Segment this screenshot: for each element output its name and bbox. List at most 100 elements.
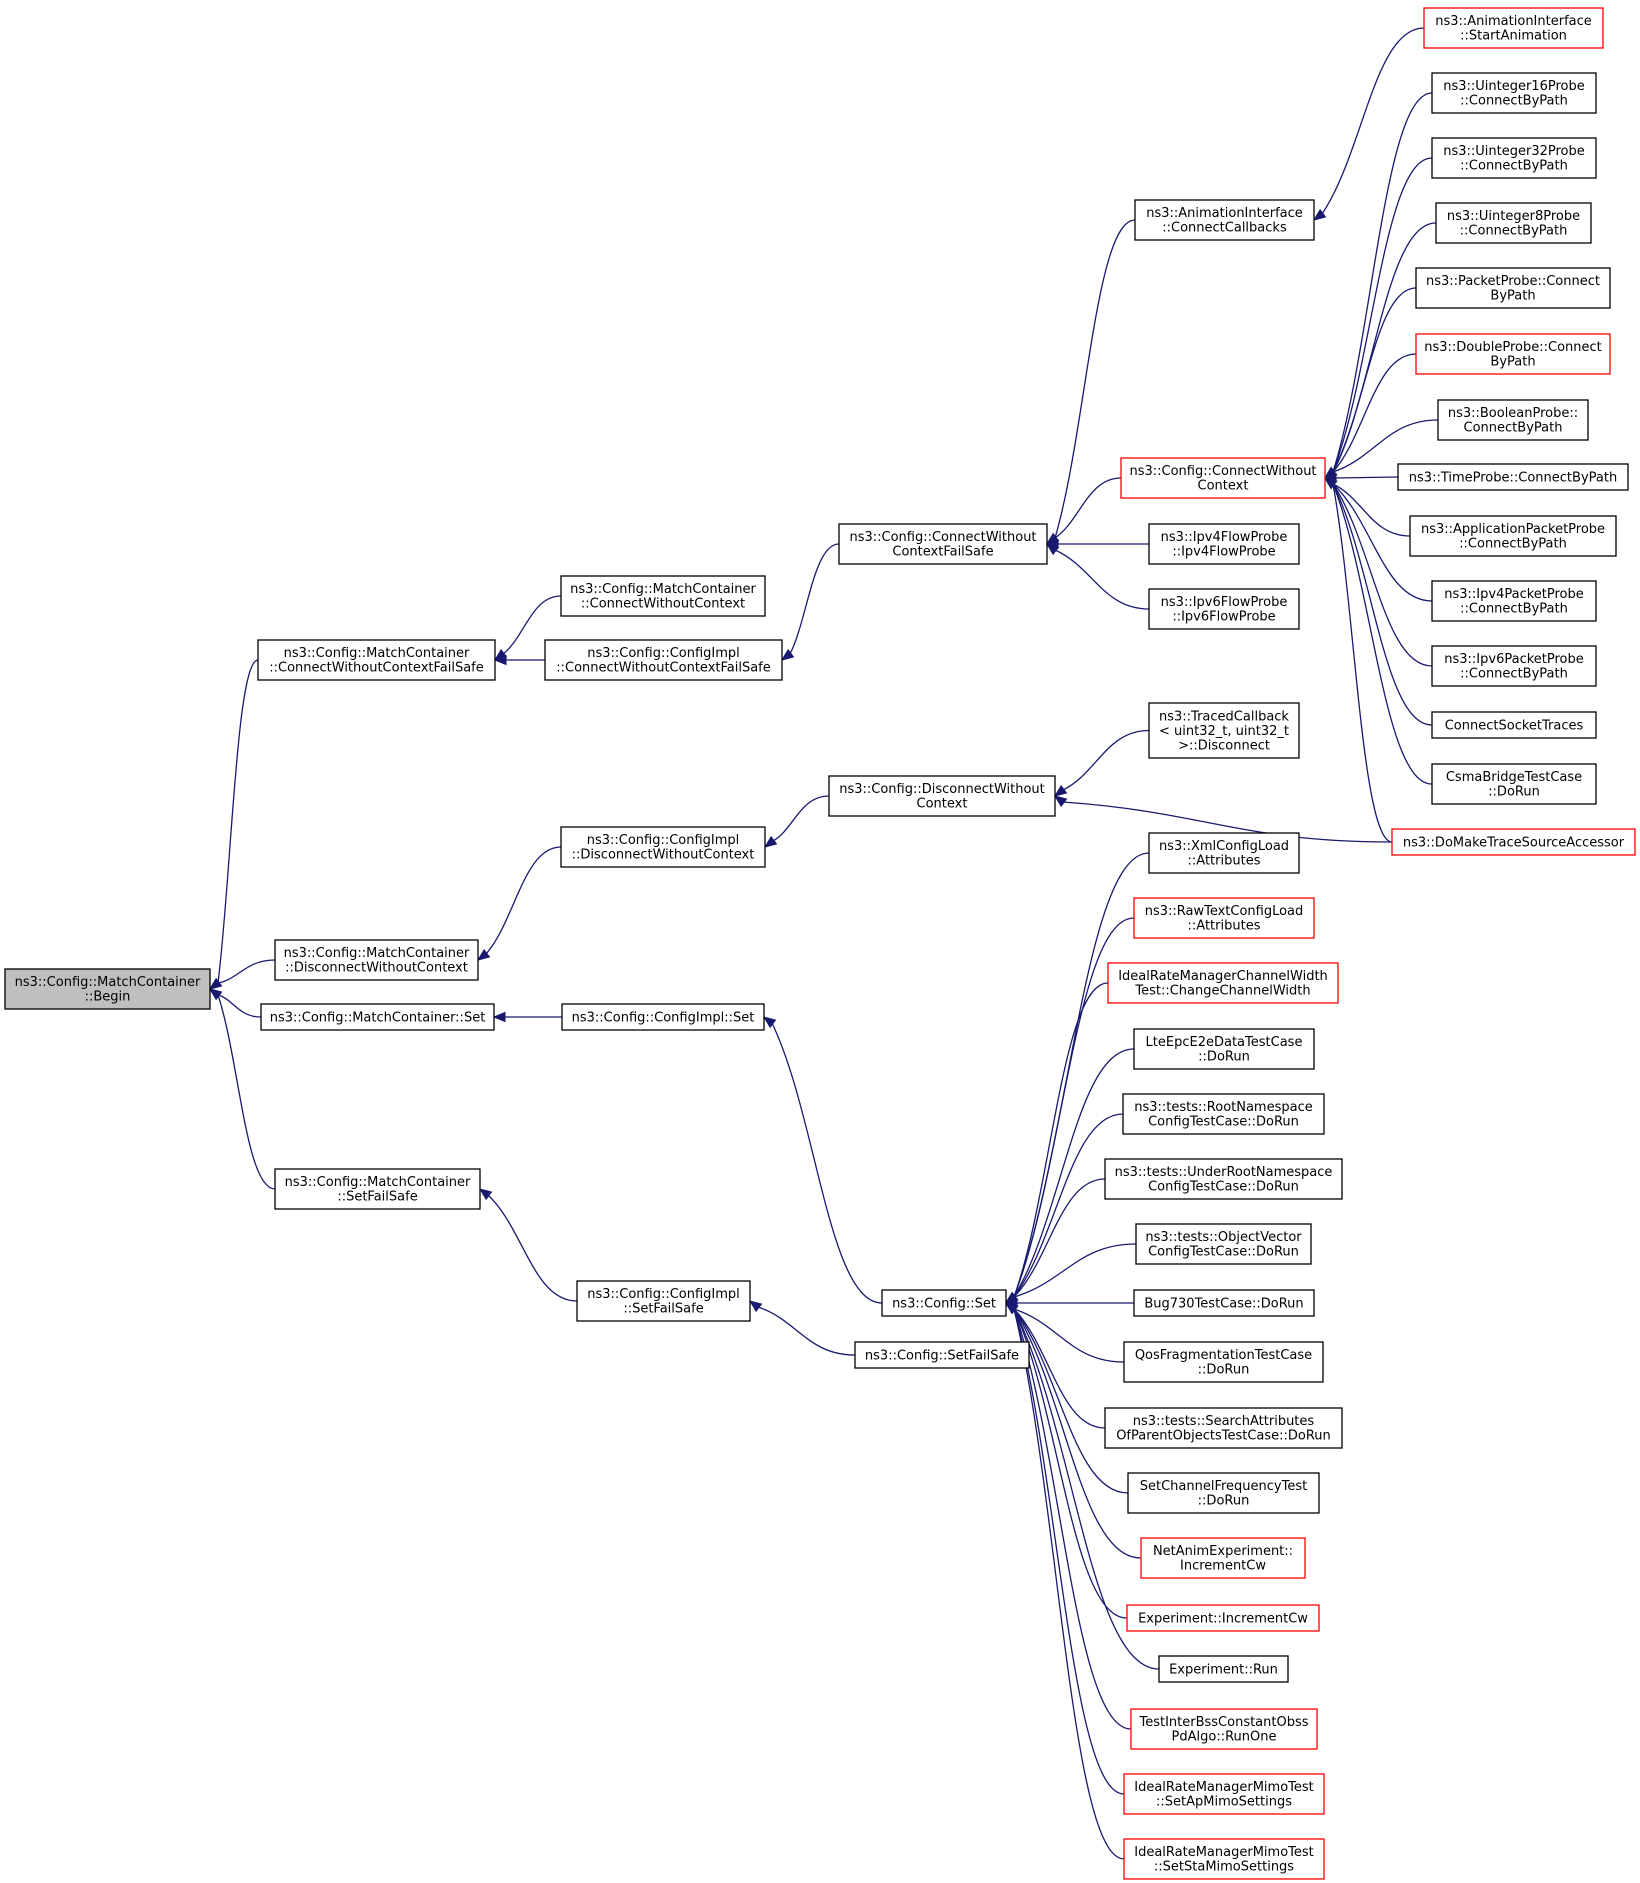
- node-box[interactable]: [1415, 333, 1611, 375]
- node-u32[interactable]: ns3::Uinteger32Probe::ConnectByPath: [1431, 137, 1597, 179]
- node-box[interactable]: [1437, 399, 1589, 441]
- node-u16[interactable]: ns3::Uinteger16Probe::ConnectByPath: [1431, 72, 1597, 114]
- node-box[interactable]: [1148, 832, 1300, 874]
- node-pp[interactable]: ns3::PacketProbe::ConnectByPath: [1415, 267, 1611, 309]
- node-netanim[interactable]: NetAnimExperiment::IncrementCw: [1140, 1537, 1306, 1579]
- node-box[interactable]: [1431, 72, 1597, 114]
- node-box[interactable]: [1123, 1341, 1324, 1383]
- node-box[interactable]: [1104, 1158, 1343, 1200]
- node-tcb[interactable]: ns3::TracedCallback< uint32_t, uint32_t>…: [1148, 702, 1300, 759]
- node-box[interactable]: [257, 639, 496, 681]
- node-app[interactable]: ns3::ApplicationPacketProbe::ConnectByPa…: [1409, 515, 1617, 557]
- node-box[interactable]: [1123, 1773, 1325, 1815]
- node-box[interactable]: [274, 939, 479, 981]
- node-ai-sa[interactable]: ns3::AnimationInterface::StartAnimation: [1423, 7, 1604, 49]
- node-scft[interactable]: SetChannelFrequencyTest::DoRun: [1127, 1472, 1320, 1514]
- node-box[interactable]: [1140, 1537, 1306, 1579]
- node-underns[interactable]: ns3::tests::UnderRootNamespaceConfigTest…: [1104, 1158, 1343, 1200]
- node-ci-dwoc[interactable]: ns3::Config::ConfigImpl::DisconnectWitho…: [560, 826, 766, 868]
- node-ipv6fp[interactable]: ns3::Ipv6FlowProbe::Ipv6FlowProbe: [1148, 588, 1300, 630]
- node-box[interactable]: [1133, 897, 1315, 939]
- node-box[interactable]: [561, 1003, 765, 1031]
- node-box[interactable]: [274, 1168, 481, 1210]
- node-box[interactable]: [1122, 1093, 1325, 1135]
- node-box[interactable]: [1409, 515, 1617, 557]
- node-expinc[interactable]: Experiment::IncrementCw: [1126, 1604, 1320, 1632]
- node-c-set[interactable]: ns3::Config::Set: [881, 1289, 1007, 1317]
- node-box[interactable]: [1431, 763, 1597, 805]
- node-raw[interactable]: ns3::RawTextConfigLoad::Attributes: [1133, 897, 1315, 939]
- node-tp[interactable]: ns3::TimeProbe::ConnectByPath: [1397, 463, 1629, 491]
- node-dmtsa[interactable]: ns3::DoMakeTraceSourceAccessor: [1391, 828, 1636, 856]
- node-box[interactable]: [1123, 1838, 1325, 1880]
- node-box[interactable]: [828, 775, 1056, 817]
- node-box[interactable]: [881, 1289, 1007, 1317]
- node-root[interactable]: ns3::Config::MatchContainer::Begin: [4, 968, 211, 1010]
- node-box[interactable]: [560, 826, 766, 868]
- node-box[interactable]: [1158, 1655, 1289, 1683]
- node-box[interactable]: [1431, 711, 1597, 739]
- node-box[interactable]: [1134, 199, 1315, 241]
- node-c-dwoc[interactable]: ns3::Config::DisconnectWithoutContext: [828, 775, 1056, 817]
- node-objvec[interactable]: ns3::tests::ObjectVectorConfigTestCase::…: [1135, 1223, 1312, 1265]
- node-box[interactable]: [1130, 1708, 1318, 1750]
- node-mc-setfs[interactable]: ns3::Config::MatchContainer::SetFailSafe: [274, 1168, 481, 1210]
- node-bug730[interactable]: Bug730TestCase::DoRun: [1133, 1289, 1315, 1317]
- node-u8[interactable]: ns3::Uinteger8Probe::ConnectByPath: [1435, 202, 1592, 244]
- node-ipv4fp[interactable]: ns3::Ipv4FlowProbe::Ipv4FlowProbe: [1148, 523, 1300, 565]
- node-box[interactable]: [1148, 523, 1300, 565]
- node-box[interactable]: [1431, 580, 1597, 622]
- node-ip6pp[interactable]: ns3::Ipv6PacketProbe::ConnectByPath: [1431, 645, 1597, 687]
- node-box[interactable]: [544, 639, 783, 681]
- node-csma[interactable]: CsmaBridgeTestCase::DoRun: [1431, 763, 1597, 805]
- node-box[interactable]: [1415, 267, 1611, 309]
- node-box[interactable]: [1397, 463, 1629, 491]
- node-search[interactable]: ns3::tests::SearchAttributesOfParentObje…: [1104, 1407, 1343, 1449]
- node-box[interactable]: [576, 1280, 751, 1322]
- node-box[interactable]: [1107, 962, 1339, 1004]
- node-mc-dwoc[interactable]: ns3::Config::MatchContainer::DisconnectW…: [274, 939, 479, 981]
- node-box[interactable]: [1133, 1028, 1315, 1070]
- node-box[interactable]: [1148, 702, 1300, 759]
- node-box[interactable]: [838, 523, 1048, 565]
- node-box[interactable]: [1133, 1289, 1315, 1317]
- node-irmcw[interactable]: IdealRateManagerChannelWidthTest::Change…: [1107, 962, 1339, 1004]
- node-ci-set[interactable]: ns3::Config::ConfigImpl::Set: [561, 1003, 765, 1031]
- node-box[interactable]: [1135, 1223, 1312, 1265]
- node-box[interactable]: [854, 1341, 1030, 1369]
- node-ai-cc[interactable]: ns3::AnimationInterface::ConnectCallback…: [1134, 199, 1315, 241]
- node-box[interactable]: [560, 575, 766, 617]
- node-ci-setfs[interactable]: ns3::Config::ConfigImpl::SetFailSafe: [576, 1280, 751, 1322]
- node-rootns[interactable]: ns3::tests::RootNamespaceConfigTestCase:…: [1122, 1093, 1325, 1135]
- node-box[interactable]: [1104, 1407, 1343, 1449]
- node-box[interactable]: [1126, 1604, 1320, 1632]
- node-c-cwoc[interactable]: ns3::Config::ConnectWithoutContext: [1120, 457, 1326, 499]
- node-box[interactable]: [1148, 588, 1300, 630]
- node-bp[interactable]: ns3::BooleanProbe::ConnectByPath: [1437, 399, 1589, 441]
- node-exprun[interactable]: Experiment::Run: [1158, 1655, 1289, 1683]
- node-box[interactable]: [1127, 1472, 1320, 1514]
- node-c-setfs[interactable]: ns3::Config::SetFailSafe: [854, 1341, 1030, 1369]
- node-box[interactable]: [1391, 828, 1636, 856]
- node-box[interactable]: [260, 1003, 495, 1031]
- node-lte[interactable]: LteEpcE2eDataTestCase::DoRun: [1133, 1028, 1315, 1070]
- node-irmap[interactable]: IdealRateManagerMimoTest::SetApMimoSetti…: [1123, 1773, 1325, 1815]
- node-mc-set[interactable]: ns3::Config::MatchContainer::Set: [260, 1003, 495, 1031]
- node-box[interactable]: [4, 968, 211, 1010]
- node-dp[interactable]: ns3::DoubleProbe::ConnectByPath: [1415, 333, 1611, 375]
- node-cst[interactable]: ConnectSocketTraces: [1431, 711, 1597, 739]
- node-box[interactable]: [1431, 645, 1597, 687]
- node-box[interactable]: [1431, 137, 1597, 179]
- node-qos[interactable]: QosFragmentationTestCase::DoRun: [1123, 1341, 1324, 1383]
- node-box[interactable]: [1435, 202, 1592, 244]
- node-ci-cwocfs[interactable]: ns3::Config::ConfigImpl::ConnectWithoutC…: [544, 639, 783, 681]
- node-irmsta[interactable]: IdealRateManagerMimoTest::SetStaMimoSett…: [1123, 1838, 1325, 1880]
- node-box[interactable]: [1120, 457, 1326, 499]
- node-mc-cwocfs[interactable]: ns3::Config::MatchContainer::ConnectWith…: [257, 639, 496, 681]
- node-xml[interactable]: ns3::XmlConfigLoad::Attributes: [1148, 832, 1300, 874]
- node-mc-cwoc[interactable]: ns3::Config::MatchContainer::ConnectWith…: [560, 575, 766, 617]
- node-ip4pp[interactable]: ns3::Ipv4PacketProbe::ConnectByPath: [1431, 580, 1597, 622]
- node-c-cwocfs[interactable]: ns3::Config::ConnectWithoutContextFailSa…: [838, 523, 1048, 565]
- node-box[interactable]: [1423, 7, 1604, 49]
